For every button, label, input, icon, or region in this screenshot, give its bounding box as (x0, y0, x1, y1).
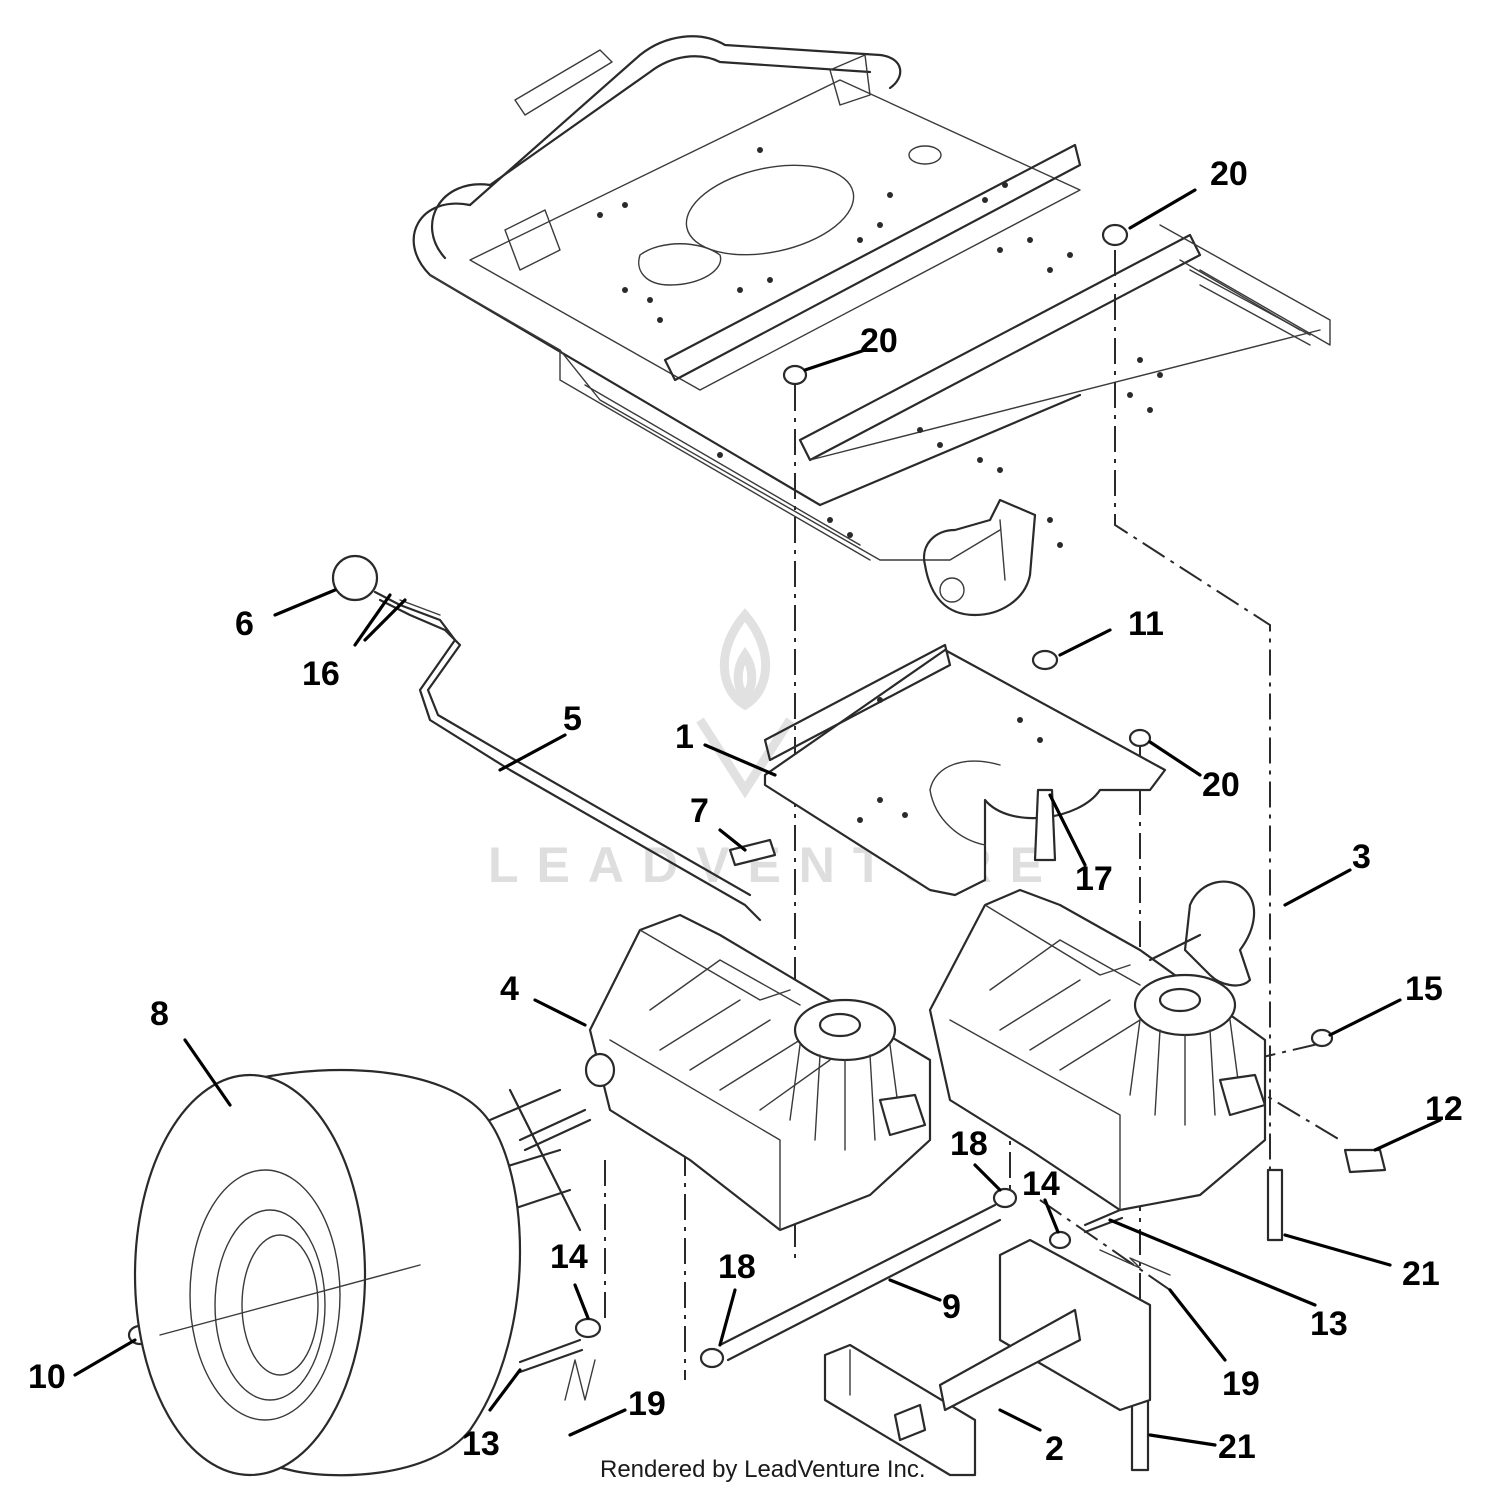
callout-20: 20 (1202, 766, 1240, 804)
callout-6: 6 (235, 605, 254, 643)
callout-labels: 1 2 3 4 5 6 7 8 9 10 11 12 13 13 14 14 1… (28, 155, 1463, 1468)
callout-7: 7 (690, 792, 709, 830)
callout-2: 2 (1045, 1430, 1064, 1468)
rendered-by-footer: Rendered by LeadVenture Inc. (600, 1456, 926, 1483)
callout-20: 20 (1210, 155, 1248, 193)
callout-12: 12 (1425, 1090, 1463, 1128)
callout-20: 20 (860, 322, 898, 360)
callout-18: 18 (718, 1248, 756, 1286)
hitch-assembly (718, 1203, 1152, 1477)
frame-holes (597, 147, 1163, 548)
callout-21: 21 (1218, 1428, 1256, 1466)
right-transaxle (928, 880, 1267, 1212)
leader-lines (73, 188, 1442, 1447)
fasteners (127, 223, 1387, 1472)
callout-19: 19 (1222, 1365, 1260, 1403)
callout-21: 21 (1402, 1255, 1440, 1293)
callout-14: 14 (550, 1238, 588, 1276)
callout-1: 1 (675, 718, 694, 756)
callout-3: 3 (1352, 838, 1371, 876)
callout-8: 8 (150, 995, 169, 1033)
callout-16: 16 (302, 655, 340, 693)
callout-14: 14 (1022, 1165, 1060, 1203)
callout-18: 18 (950, 1125, 988, 1163)
callout-13: 13 (462, 1425, 500, 1463)
callout-5: 5 (563, 700, 582, 738)
callout-17: 17 (1075, 860, 1113, 898)
callout-19: 19 (628, 1385, 666, 1423)
callout-13: 13 (1310, 1305, 1348, 1343)
tire-wheel (133, 1068, 522, 1477)
watermark-logo-icon (696, 608, 794, 799)
callout-4: 4 (500, 970, 519, 1008)
callout-15: 15 (1405, 970, 1443, 1008)
callout-9: 9 (942, 1288, 961, 1326)
left-transaxle (488, 913, 932, 1232)
callout-11: 11 (1128, 605, 1164, 643)
chassis-frame (412, 35, 1331, 617)
control-rod (331, 554, 762, 922)
callout-10: 10 (28, 1358, 66, 1396)
